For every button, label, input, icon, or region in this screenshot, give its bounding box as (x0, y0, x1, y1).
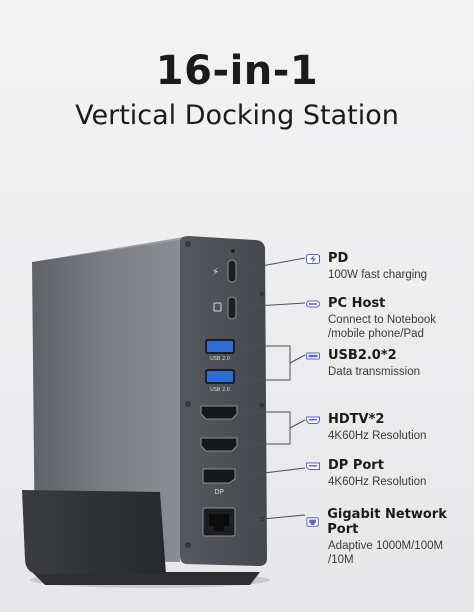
svg-text:⚡: ⚡ (212, 267, 219, 278)
feature-usb2: USB2.0*2 Data transmission (306, 348, 420, 379)
charging-icon (306, 253, 320, 264)
usb-c-port-host (227, 296, 237, 320)
feature-title: PD (328, 251, 349, 266)
page-subtitle: Vertical Docking Station (75, 100, 399, 131)
dock-side (32, 240, 180, 562)
usb-c-port-pd (227, 259, 237, 283)
displayport-icon (306, 462, 320, 470)
usb-a-icon (306, 352, 320, 359)
usb-a-port-2 (205, 369, 235, 384)
usb-a-port-1 (205, 339, 235, 354)
feature-title: HDTV*2 (328, 412, 385, 427)
stand (22, 490, 166, 574)
page-title: 16-in-1 (155, 48, 319, 94)
feature-pd: PD 100W fast charging (306, 251, 427, 282)
feature-desc: /10M (328, 554, 354, 566)
usb-port-label-2: USB 2.0 (210, 387, 230, 393)
feature-title: PC Host (328, 296, 386, 311)
ethernet-icon (306, 517, 319, 527)
usb-c-icon (306, 300, 320, 307)
feature-desc: /mobile phone/Pad (328, 328, 424, 340)
dp-port-label: DP (214, 488, 224, 496)
feature-gigabit: Gigabit Network Port Adaptive 1000M/100M… (306, 507, 474, 567)
feature-title: Gigabit Network Port (327, 507, 447, 537)
feature-desc: Data transmission (328, 366, 421, 378)
dock-front-face (180, 236, 267, 566)
feature-hdtv: HDTV*2 4K60Hz Resolution (306, 412, 426, 443)
feature-desc: 100W fast charging (328, 269, 428, 281)
feature-desc: 4K60Hz Resolution (328, 476, 427, 488)
stand-base (32, 572, 260, 585)
feature-title: DP Port (328, 458, 384, 473)
hdmi-port-2 (200, 437, 238, 452)
feature-title: USB2.0*2 (328, 348, 397, 363)
hdmi-icon (306, 416, 320, 424)
usb-port-label-1: USB 2.0 (210, 356, 230, 362)
feature-dp-port: DP Port 4K60Hz Resolution (306, 458, 426, 489)
feature-desc: Connect to Notebook (328, 314, 437, 326)
feature-pc-host: PC Host Connect to Notebook /mobile phon… (306, 296, 436, 341)
feature-desc: Adaptive 1000M/100M (328, 540, 444, 552)
feature-desc: 4K60Hz Resolution (328, 430, 427, 442)
displayport-port (202, 468, 236, 484)
hdmi-port-1 (200, 405, 238, 420)
